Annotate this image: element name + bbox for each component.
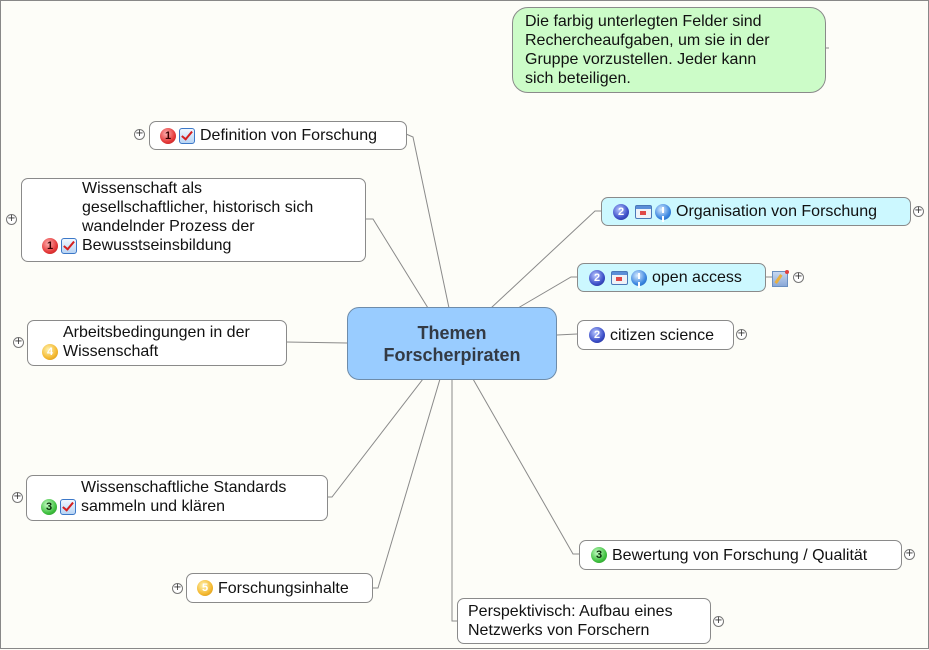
topic-arbeitsbedingungen[interactable]: 4 Arbeitsbedingungen in der Wissenschaft xyxy=(27,320,287,366)
priority-1-icon: 1 xyxy=(160,127,176,144)
note-callout[interactable]: Die farbig unterlegten Felder sind Reche… xyxy=(512,7,826,93)
connector-openaccess xyxy=(517,276,577,309)
priority-3-icon: 3 xyxy=(41,499,57,515)
expand-button-forschungsinhalte[interactable]: + xyxy=(172,582,183,594)
expand-button-standards[interactable]: + xyxy=(12,491,23,503)
priority-2-icon: 2 xyxy=(589,269,605,286)
note-text: Die farbig unterlegten Felder sind Reche… xyxy=(525,13,770,87)
notes-icon[interactable] xyxy=(772,270,789,287)
task-done-icon xyxy=(60,499,76,515)
topic-openaccess[interactable]: 2 open access xyxy=(577,263,766,292)
topic-standards[interactable]: 3 Wissenschaftliche Standards sammeln un… xyxy=(26,475,328,521)
connector-perspektivisch xyxy=(451,379,457,622)
expand-button-organisation[interactable]: + xyxy=(913,205,924,217)
task-done-icon xyxy=(61,238,77,254)
central-topic-title: Themen Forscherpiraten xyxy=(383,322,521,365)
expand-button-perspektivisch[interactable]: + xyxy=(713,615,724,627)
topic-label: Arbeitsbedingungen in der Wissenschaft xyxy=(63,324,250,360)
connector-arbeitsbedingungen xyxy=(285,341,348,344)
topic-wissenschaft[interactable]: 1 Wissenschaft als gesellschaftlicher, h… xyxy=(21,178,366,262)
calendar-icon xyxy=(635,204,652,219)
expand-button-wissenschaft[interactable]: + xyxy=(6,213,17,225)
central-topic[interactable]: Themen Forscherpiraten xyxy=(347,307,557,380)
expand-button-arbeitsbedingungen[interactable]: + xyxy=(13,336,24,348)
info-icon xyxy=(655,203,671,220)
connector-forschungsinhalte xyxy=(372,378,441,589)
connector-organisation xyxy=(490,210,601,309)
expand-button-definition[interactable]: + xyxy=(134,128,145,140)
topic-definition[interactable]: 1 Definition von Forschung xyxy=(149,121,407,150)
priority-3-icon: 3 xyxy=(591,547,607,563)
topic-label: Wissenschaft als gesellschaftlicher, his… xyxy=(82,180,314,254)
expand-button-citizen[interactable]: + xyxy=(736,328,747,340)
connector-wissenschaft xyxy=(365,218,429,309)
connector-citizen xyxy=(556,333,578,336)
topic-label: Perspektivisch: Aufbau eines Netzwerks v… xyxy=(468,603,673,639)
topic-label: Bewertung von Forschung / Qualität xyxy=(612,546,868,564)
topic-label: Forschungsinhalte xyxy=(218,579,349,597)
connector-definition xyxy=(405,133,450,309)
topic-label: open access xyxy=(652,269,742,286)
priority-1-icon: 1 xyxy=(42,238,58,254)
topic-label: Wissenschaftliche Standards sammeln und … xyxy=(81,479,287,515)
calendar-icon xyxy=(611,270,628,285)
priority-2-icon: 2 xyxy=(613,203,629,220)
priority-4-icon: 4 xyxy=(42,344,58,360)
expand-button-openaccess[interactable]: + xyxy=(793,271,804,283)
topic-bewertung[interactable]: 3 Bewertung von Forschung / Qualität xyxy=(579,540,902,570)
topic-organisation[interactable]: 2 Organisation von Forschung xyxy=(601,197,911,226)
task-done-icon xyxy=(179,127,195,144)
connector-bewertung xyxy=(472,378,579,555)
connector-standards xyxy=(327,378,424,498)
topic-label: Definition von Forschung xyxy=(200,127,377,144)
expand-button-bewertung[interactable]: + xyxy=(904,548,915,560)
info-icon xyxy=(631,269,647,286)
topic-forschungsinhalte[interactable]: 5 Forschungsinhalte xyxy=(186,573,373,603)
topic-perspektivisch[interactable]: Perspektivisch: Aufbau eines Netzwerks v… xyxy=(457,598,711,644)
topic-label: Organisation von Forschung xyxy=(676,203,877,220)
priority-2-icon: 2 xyxy=(589,327,605,343)
topic-label: citizen science xyxy=(610,326,715,344)
topic-citizen[interactable]: 2 citizen science xyxy=(577,320,734,350)
priority-5-icon: 5 xyxy=(197,580,213,596)
